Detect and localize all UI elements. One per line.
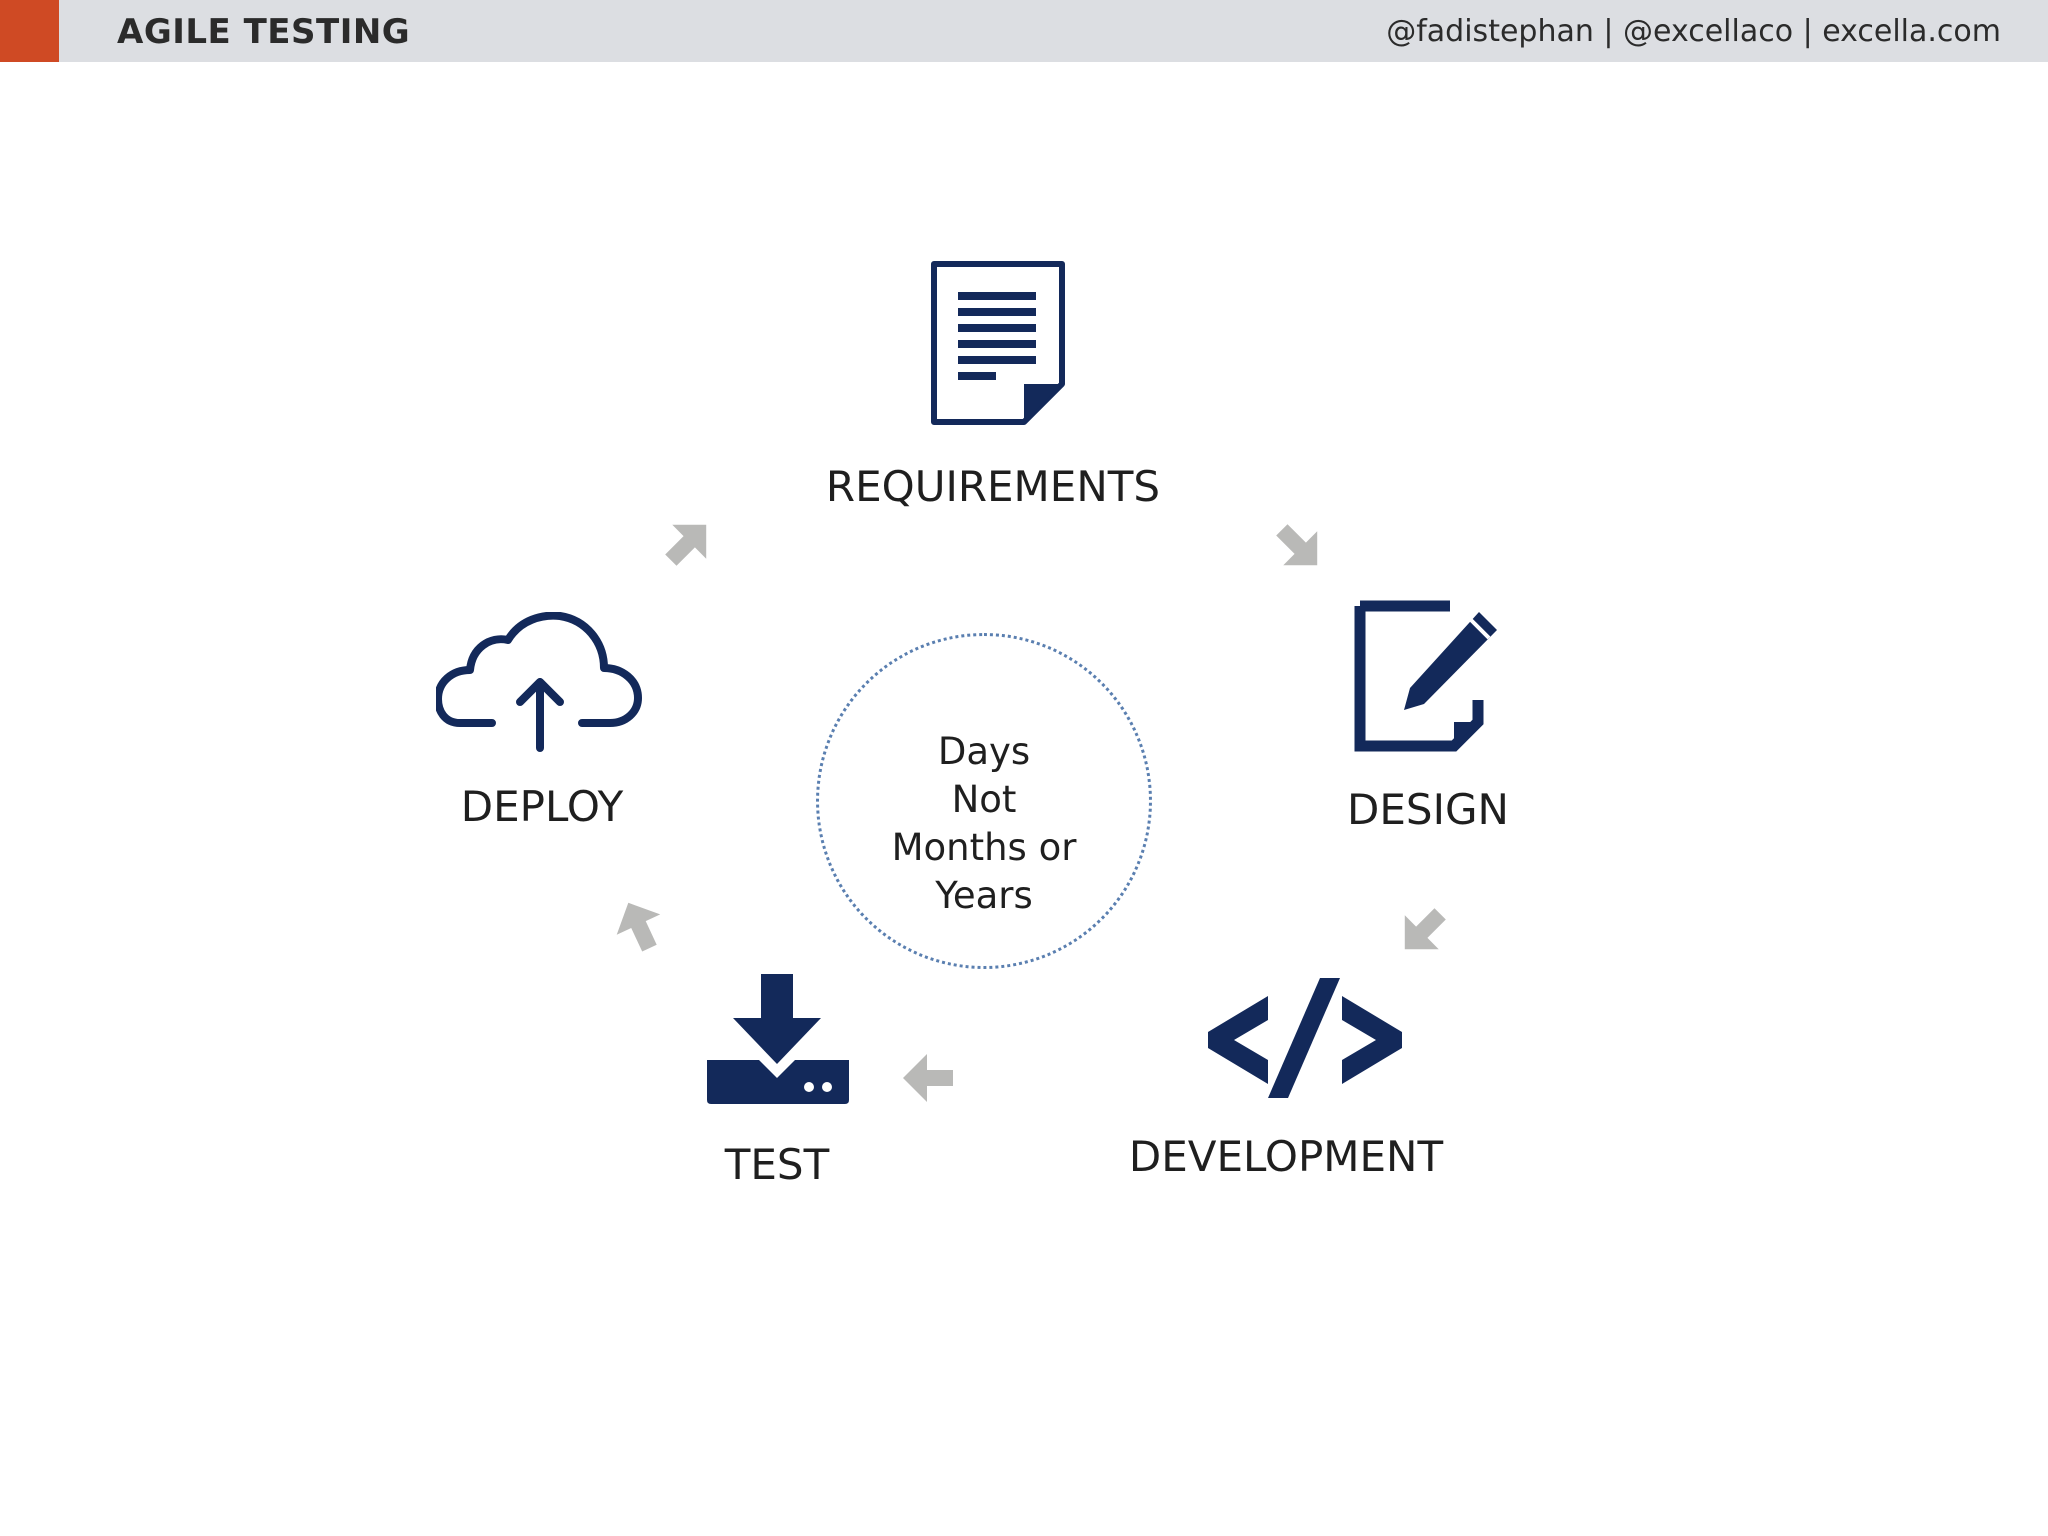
center-line: Years <box>935 874 1033 917</box>
arrow-development-to-test <box>903 1054 953 1102</box>
slide-title: AGILE TESTING <box>117 12 411 52</box>
arrow-design-to-development <box>1404 908 1446 950</box>
stage-label-requirements: REQUIREMENTS <box>825 462 1161 511</box>
cloud-upload-icon <box>436 612 642 752</box>
stage-label-test: TEST <box>724 1140 830 1189</box>
header-accent <box>0 0 59 62</box>
code-icon <box>1208 978 1402 1098</box>
center-line: Days <box>937 730 1031 773</box>
document-icon <box>931 261 1065 425</box>
arrow-deploy-to-requirements <box>665 524 707 566</box>
edit-icon <box>1354 600 1497 752</box>
center-line: Months or <box>891 826 1077 869</box>
header-credits: @fadistephan | @excellaco | excella.com <box>1386 14 2001 49</box>
center-dotted-circle <box>816 633 1152 969</box>
center-line: Not <box>951 778 1017 821</box>
center-caption: Days Not Months or Years <box>816 728 1152 920</box>
download-tray-icon <box>707 974 849 1104</box>
header-bar: AGILE TESTING @fadistephan | @excellaco … <box>0 0 2048 62</box>
stage-label-design: DESIGN <box>1347 785 1509 834</box>
arrow-requirements-to-design <box>1276 524 1318 566</box>
stage-label-development: DEVELOPMENT <box>1128 1132 1444 1181</box>
arrow-test-to-deploy <box>616 902 661 952</box>
stage-label-deploy: DEPLOY <box>460 782 624 831</box>
